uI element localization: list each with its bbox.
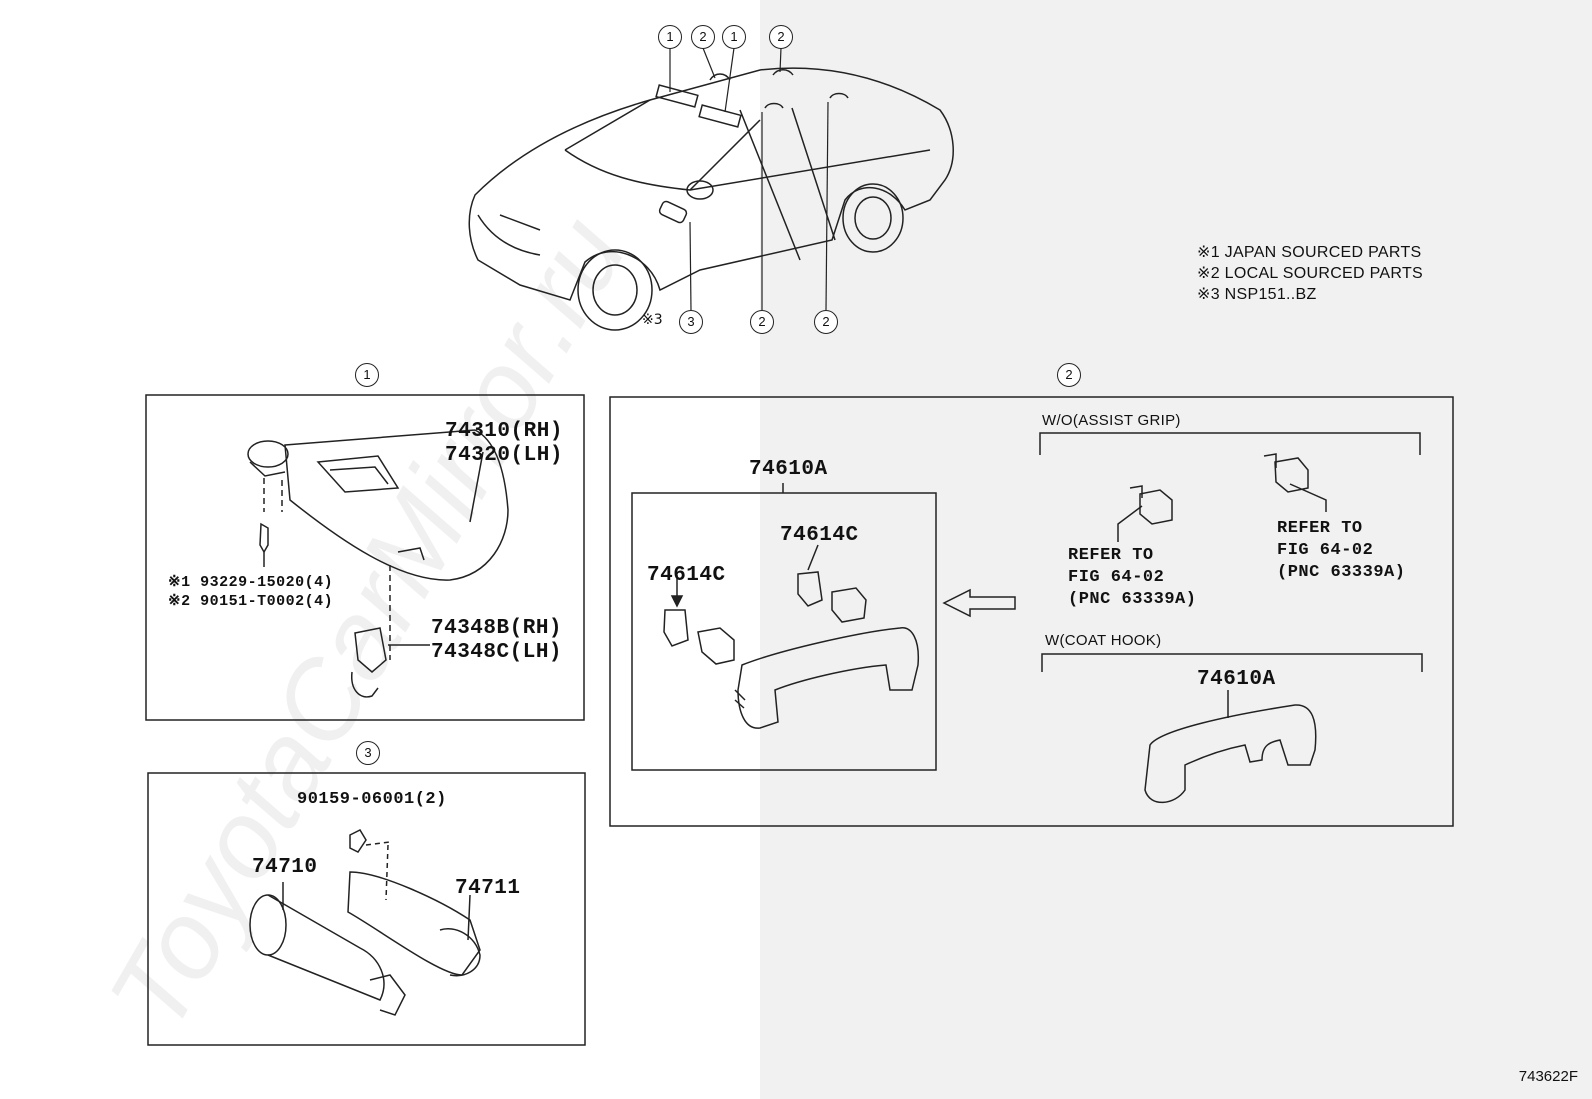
section1-box (145, 394, 585, 721)
label-bolt: 90159-06001(2) (297, 790, 447, 809)
label-holder-rh: 74348B(RH) (431, 617, 563, 640)
label-visor-rh: 74310(RH) (445, 420, 563, 443)
refer-b-line2: FIG 64-02 (1277, 541, 1374, 560)
grip-inner-box (631, 492, 937, 771)
note-3: ※3 NSP151..BZ (1197, 286, 1317, 303)
label-w-coat-hook: W(COAT HOOK) (1045, 632, 1162, 649)
callout-top-3: 1 (722, 25, 746, 49)
callout-bottom-1: 3 (679, 310, 703, 334)
car-illustration (468, 67, 954, 331)
refer-b-line1: REFER TO (1277, 519, 1363, 538)
car-leaders (669, 47, 829, 311)
section2-callout: 2 (1057, 363, 1081, 387)
reading-light-drawing (249, 829, 481, 1016)
note-marker-3: ※3 (642, 312, 663, 328)
refer-a-line3: (PNC 63339A) (1068, 590, 1197, 609)
figure-code: 743622F (1518, 1068, 1578, 1085)
refer-b-line3: (PNC 63339A) (1277, 563, 1406, 582)
label-grip-main: 74610A (749, 458, 828, 481)
label-screw-2: ※2 90151-T0002(4) (168, 593, 334, 610)
refer-a-line2: FIG 64-02 (1068, 568, 1165, 587)
note-2: ※2 LOCAL SOURCED PARTS (1197, 265, 1423, 282)
section3-box (147, 772, 586, 1046)
callout-bottom-3: 2 (814, 310, 838, 334)
sun-visor-drawing (247, 429, 509, 698)
note-1: ※1 JAPAN SOURCED PARTS (1197, 244, 1422, 261)
label-screw-1: ※1 93229-15020(4) (168, 574, 334, 591)
label-visor-lh: 74320(LH) (445, 444, 563, 467)
callout-bottom-2: 2 (750, 310, 774, 334)
refer-a-line1: REFER TO (1068, 546, 1154, 565)
label-grip-coat: 74610A (1197, 668, 1276, 691)
callout-top-2: 2 (691, 25, 715, 49)
section3-callout: 3 (356, 741, 380, 765)
section1-callout: 1 (355, 363, 379, 387)
label-holder-lh: 74348C(LH) (431, 641, 563, 664)
label-cap-left: 74614C (647, 564, 726, 587)
refer-block-a: REFER TO FIG 64-02 (PNC 63339A) (1068, 545, 1196, 611)
label-wo-assist-grip: W/O(ASSIST GRIP) (1042, 412, 1181, 429)
label-part-a: 74710 (252, 856, 318, 879)
refer-block-b: REFER TO FIG 64-02 (PNC 63339A) (1277, 518, 1405, 584)
assist-grip-drawing (663, 432, 1423, 804)
section2-box (609, 396, 1454, 827)
callout-top-1: 1 (658, 25, 682, 49)
label-part-b: 74711 (455, 877, 521, 900)
sourcing-notes: ※1 JAPAN SOURCED PARTS ※2 LOCAL SOURCED … (1197, 242, 1423, 305)
callout-top-4: 2 (769, 25, 793, 49)
label-cap-right: 74614C (780, 524, 859, 547)
